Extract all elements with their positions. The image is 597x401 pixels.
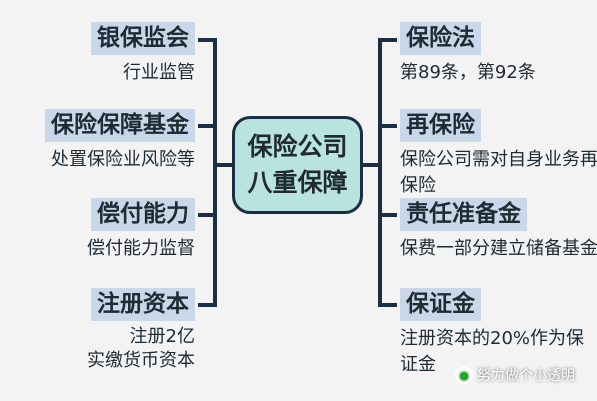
node-desc: 保险公司需对自身业务再保险 <box>400 149 597 196</box>
node-desc: 第89条，第92条 <box>400 62 536 83</box>
node-title: 责任准备金 <box>400 198 527 231</box>
node-desc: 行业监管 <box>123 62 195 83</box>
node-title: 保险保障基金 <box>45 109 195 142</box>
node-title: 再保险 <box>400 109 481 142</box>
watermark: ● 努力做个小透明 <box>455 362 575 388</box>
watermark-text: 努力做个小透明 <box>477 368 575 384</box>
center-node: 保险公司 八重保障 <box>232 116 363 214</box>
node-title: 保证金 <box>400 288 481 321</box>
node-title: 偿付能力 <box>91 198 195 231</box>
node-desc: 注册2亿 <box>129 326 195 347</box>
node-desc: 注册资本的20%作为保证金 <box>400 328 585 375</box>
wechat-icon: ● <box>455 366 473 384</box>
node-title: 保险法 <box>400 22 481 55</box>
node-title: 注册资本 <box>91 288 195 321</box>
node-title: 银保监会 <box>91 22 195 55</box>
center-line-2: 八重保障 <box>247 168 348 197</box>
center-line-1: 保险公司 <box>247 132 348 161</box>
node-desc: 处置保险业风险等 <box>51 149 195 170</box>
node-desc: 偿付能力监督 <box>87 238 195 259</box>
node-desc: 保费一部分建立储备基金 <box>400 238 597 259</box>
node-desc: 实缴货币资本 <box>87 350 195 371</box>
